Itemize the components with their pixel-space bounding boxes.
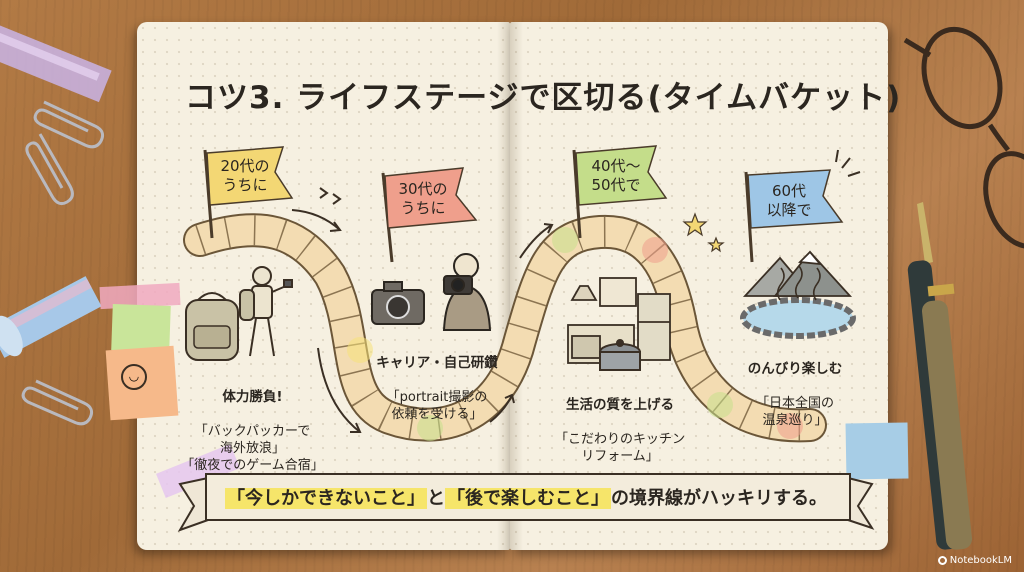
caption-40s-50s: 生活の質を上げる 「こだわりのキッチン リフォーム」: [540, 380, 700, 465]
page-title: コツ3. ライフステージで区切る(タイムバケット): [185, 80, 902, 116]
flag-30s: [381, 167, 478, 263]
notebook-gutter: [497, 22, 523, 550]
photographer-icon: [442, 253, 492, 331]
caption-30s-heading: キャリア・自己研鑽: [376, 355, 498, 371]
flag-label-20s: 20代の うちに: [220, 157, 270, 194]
caption-60s-body: 「日本全国の 温泉巡り」: [755, 396, 834, 428]
flag-40s-50s: [572, 145, 668, 239]
chevron-marks: [319, 187, 342, 205]
banner-ending: の境界線がハッキリする。: [611, 488, 827, 509]
backpack-icon: [185, 292, 239, 361]
hot-spring-icon: [740, 265, 856, 339]
flag-label-30s: 30代の うちに: [398, 180, 448, 217]
flag-label-40s-50s: 40代〜 50代で: [591, 157, 641, 194]
star-icon: [682, 212, 725, 253]
banner-connector: と: [427, 488, 445, 509]
paperclip-icon: [21, 100, 104, 426]
caption-30s-body: 「portrait撮影の 依頼を受ける」: [386, 390, 488, 422]
caption-20s-body: 「バックパッカーで 海外放浪」 「徹夜でのゲーム合宿」: [181, 424, 324, 473]
fountain-pen-icon: [907, 202, 973, 550]
caption-40s-50s-heading: 生活の質を上げる: [566, 397, 674, 413]
caption-40s-50s-body: 「こだわりのキッチン リフォーム」: [554, 432, 685, 464]
washi-tape-roll-icon: [0, 276, 102, 358]
caption-20s: 体力勝負! 「バックパッカーで 海外放浪」 「徹夜でのゲーム合宿」: [165, 372, 340, 474]
caption-60s: のんびり楽しむ 「日本全国の 温泉巡り」: [735, 344, 855, 429]
smiley-icon: ◡: [121, 364, 147, 390]
caption-60s-heading: のんびり楽しむ: [747, 361, 843, 377]
banner-highlight-later: 「後で楽しむこと」: [445, 488, 611, 509]
glasses-icon: [903, 26, 1024, 249]
caption-30s: キャリア・自己研鑽 「portrait撮影の 依頼を受ける」: [362, 338, 512, 423]
watermark: NotebookLM: [937, 555, 1012, 566]
camera-icon: [371, 281, 425, 325]
mountain-icon: [742, 250, 853, 297]
flag-label-60s: 60代 以降で: [766, 182, 812, 219]
notebooklm-logo-icon: [937, 556, 947, 565]
caption-20s-heading: 体力勝負!: [222, 389, 283, 405]
banner-highlight-now: 「今しかできないこと」: [225, 488, 427, 509]
traveler-icon: [239, 266, 293, 357]
washi-tape-icon: [0, 21, 112, 103]
flag-60s: [744, 169, 844, 263]
flag-20s: [203, 146, 294, 239]
watermark-text: NotebookLM: [949, 555, 1012, 566]
banner-message: 「今しかできないこと」と「後で楽しむこと」の境界線がハッキリする。: [206, 484, 846, 510]
pot-icon: [599, 339, 641, 371]
